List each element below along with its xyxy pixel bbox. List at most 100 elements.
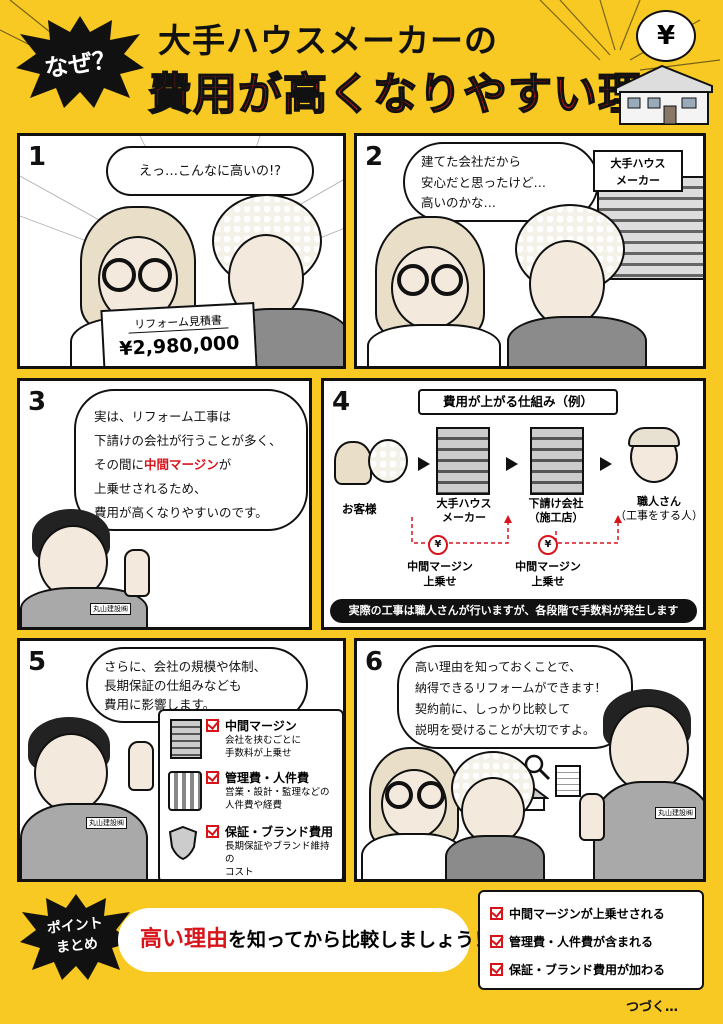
panel-number: 2 bbox=[365, 142, 384, 172]
estimate-amount: ¥2,980,000 bbox=[118, 331, 240, 361]
node-sub-line: メーカー bbox=[442, 511, 486, 524]
cost-item-title: 中間マージン bbox=[225, 719, 297, 733]
cost-item-desc: 会社を挟むごとに bbox=[225, 735, 302, 746]
flow-arrow-icon bbox=[418, 457, 430, 471]
node-label: お客様 bbox=[342, 502, 377, 516]
cost-item: 中間マージン 会社を挟むごとに 手数料が上乗せ bbox=[206, 717, 338, 760]
speech-line: 高いのかな… bbox=[421, 195, 497, 211]
estimate-title: リフォーム見積書 bbox=[127, 311, 229, 334]
header: なぜ？ 大手ハウスメーカーの 費用が高くなりやすい理由 ¥ bbox=[0, 0, 723, 125]
speech-bubble: 実は、リフォーム工事は 下請けの会社が行うことが多く、 その間に中間マージンが … bbox=[74, 389, 308, 531]
magnifier-icon bbox=[524, 754, 551, 781]
starburst-shape bbox=[16, 16, 144, 108]
speech-line: 下請けの会社が行うことが多く、 bbox=[94, 433, 282, 448]
checkbox-checked-icon bbox=[206, 825, 219, 838]
summary-headline-box: 高い理由を知ってから比較しましょう！ bbox=[118, 908, 493, 972]
bandana-icon bbox=[628, 427, 680, 447]
margin-label-line: 中間マージン bbox=[407, 560, 473, 573]
staff-face bbox=[38, 525, 108, 599]
checklist-text: 中間マージンが上乗せされる bbox=[509, 907, 665, 921]
speech-bubble: 高い理由を知っておくことで、 納得できるリフォームができます！ 契約前に、しっか… bbox=[397, 645, 633, 749]
yen-symbol: ¥ bbox=[434, 539, 442, 550]
yen-coin-icon: ¥ bbox=[428, 535, 448, 555]
checklist-item: 管理費・人件費が含まれる bbox=[490, 928, 692, 956]
speech-bubble: えっ…こんなに高いの!? bbox=[106, 146, 314, 196]
highlight-middle-margin: 中間マージン bbox=[144, 457, 219, 472]
yen-bubble: ¥ bbox=[636, 10, 696, 62]
panel-1: 1 えっ…こんなに高いの!? リフォーム見積書 ¥2,980,000 bbox=[17, 133, 346, 369]
estimate-sheet: リフォーム見積書 ¥2,980,000 bbox=[100, 302, 258, 366]
speech-line: 費用に影響します。 bbox=[104, 697, 216, 712]
panel-number: 3 bbox=[28, 387, 47, 417]
margin-label: 中間マージン 上乗せ bbox=[506, 559, 590, 589]
speech-fragment: その間に bbox=[94, 457, 145, 472]
naze-badge: なぜ？ bbox=[16, 16, 144, 108]
speech-line: 契約前に、しっかり比較して bbox=[415, 702, 571, 716]
speech-line: 高い理由を知っておくことで、 bbox=[415, 660, 582, 674]
man-face bbox=[461, 777, 525, 845]
staff-face bbox=[34, 733, 108, 813]
diagram-footer: 実際の工事は職人さんが行いますが、各段階で手数料が発生します bbox=[330, 599, 697, 623]
panel-number: 6 bbox=[365, 647, 384, 677]
panel-2: 2 建てた会社だから 安心だと思ったけど… 高いのかな… 大手ハウス メーカー bbox=[354, 133, 706, 369]
starburst-shape bbox=[20, 894, 132, 980]
company-badge: 丸山建設㈱ bbox=[90, 603, 131, 615]
cost-item-title: 保証・ブランド費用 bbox=[225, 825, 334, 839]
checkbox-checked-icon bbox=[206, 719, 219, 732]
speech-line: 実は、リフォーム工事は bbox=[94, 409, 232, 424]
checklist-item: 中間マージンが上乗せされる bbox=[490, 900, 692, 928]
speech-fragment: が bbox=[218, 457, 232, 472]
margin-connectors bbox=[411, 515, 622, 544]
node-label-line: 職人さん bbox=[637, 495, 681, 508]
glasses-icon bbox=[397, 264, 429, 296]
cost-item-desc: 長期保証やブランド維持の bbox=[225, 841, 330, 865]
panel-3: 3 実は、リフォーム工事は 下請けの会社が行うことが多く、 その間に中間マージン… bbox=[17, 378, 312, 630]
building-icon bbox=[530, 427, 584, 495]
cost-item-desc: 営業・設計・監理などの bbox=[225, 787, 330, 798]
yen-coin-icon: ¥ bbox=[538, 535, 558, 555]
checkbox-checked-icon bbox=[206, 771, 219, 784]
house-illustration bbox=[615, 64, 713, 125]
speech-line: 上乗せされるため、 bbox=[94, 481, 207, 496]
speech-line: さらに、会社の規模や体制、 bbox=[104, 659, 267, 674]
headline-highlight: 高い理由 bbox=[140, 927, 229, 952]
margin-label-line: 中間マージン bbox=[515, 560, 581, 573]
calculator-icon bbox=[168, 771, 202, 811]
pointing-hand-icon bbox=[579, 793, 605, 841]
summary-checklist: 中間マージンが上乗せされる 管理費・人件費が含まれる 保証・ブランド費用が加わる bbox=[478, 890, 704, 990]
panel-number: 1 bbox=[28, 142, 47, 172]
glasses-icon bbox=[138, 258, 172, 292]
building-sign: 大手ハウス メーカー bbox=[593, 150, 683, 192]
checklist-item: 保証・ブランド費用が加わる bbox=[490, 956, 692, 984]
flow-arrow-icon bbox=[506, 457, 518, 471]
sign-line: 大手ハウス bbox=[610, 157, 666, 170]
man-body bbox=[445, 835, 545, 879]
cost-item-title: 管理費・人件費 bbox=[225, 771, 310, 785]
company-badge: 丸山建設㈱ bbox=[655, 807, 696, 819]
diagram-title: 費用が上がる仕組み（例） bbox=[418, 389, 618, 415]
staff-body bbox=[593, 781, 703, 879]
customer-woman-icon bbox=[334, 441, 372, 485]
speech-line: 長期保証の仕組みなども bbox=[104, 678, 242, 693]
checklist-text: 保証・ブランド費用が加わる bbox=[509, 963, 666, 977]
cost-item: 保証・ブランド費用 長期保証やブランド維持の コスト bbox=[206, 823, 338, 879]
building-icon bbox=[436, 427, 490, 495]
staff-face bbox=[609, 705, 689, 793]
node-label-line: 大手ハウス bbox=[436, 497, 492, 510]
panel-6: 6 高い理由を知っておくことで、 納得できるリフォームができます！ 契約前に、し… bbox=[354, 638, 706, 882]
speech-text: えっ…こんなに高いの!? bbox=[138, 164, 282, 179]
pointing-hand-icon bbox=[124, 549, 150, 597]
node-label: 職人さん （工事をする人） bbox=[614, 495, 703, 523]
checkbox-checked-icon bbox=[490, 963, 503, 976]
margin-label-line: 上乗せ bbox=[531, 575, 565, 588]
speech-line: 費用が高くなりやすいのです。 bbox=[94, 505, 268, 520]
node-label-line: 下請け会社 bbox=[528, 497, 584, 510]
man-face bbox=[529, 240, 605, 328]
cost-item-desc: 人件費や経費 bbox=[225, 800, 283, 811]
checkbox-checked-icon bbox=[490, 935, 503, 948]
glasses-icon bbox=[102, 258, 136, 292]
cost-item-desc: 手数料が上乗せ bbox=[225, 748, 292, 759]
document-icon bbox=[555, 765, 581, 797]
node-label: 下請け会社 （施工店） bbox=[516, 497, 596, 525]
panel-4: 4 費用が上がる仕組み（例） お客様 大手ハウス メーカー 下請け会社 （施工店… bbox=[321, 378, 706, 630]
